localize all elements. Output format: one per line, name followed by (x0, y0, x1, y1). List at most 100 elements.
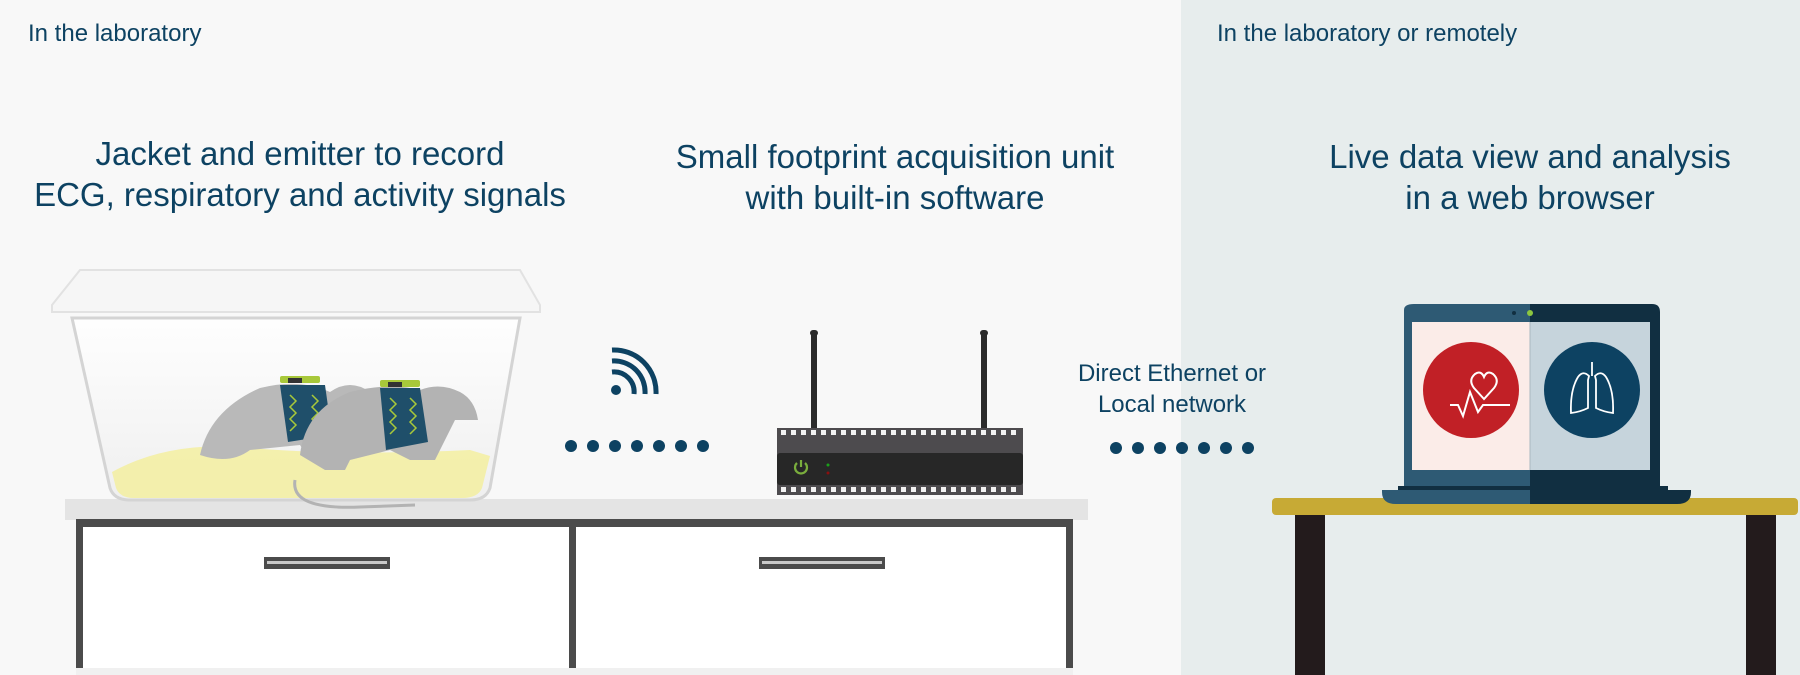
router-vent (961, 430, 966, 435)
router-vent (1001, 430, 1006, 435)
router-vent (881, 487, 886, 492)
router-vent (861, 430, 866, 435)
router-acquisition-unit-icon (777, 330, 1023, 495)
connection-label-line1: Direct Ethernet or (1077, 360, 1267, 387)
status-led-green (826, 463, 830, 467)
cabinet-door-left (83, 527, 569, 669)
router-vent (971, 430, 976, 435)
router-vent (1011, 430, 1016, 435)
router-vent (791, 487, 796, 492)
connection-label: Direct Ethernet or Local network (1022, 358, 1322, 420)
router-vent (871, 487, 876, 492)
router-vent (931, 430, 936, 435)
section-label-remote: In the laboratory or remotely (1217, 20, 1518, 47)
router-vent (801, 430, 806, 435)
laptop-icon (1382, 304, 1691, 504)
antenna-left (811, 332, 817, 432)
browser-heading: Live data view and analysis in a web bro… (1230, 136, 1800, 218)
connection-dot (1198, 442, 1210, 454)
router-vent (821, 487, 826, 492)
laptop-base-right (1530, 490, 1691, 504)
router-vent (981, 487, 986, 492)
router-vent (951, 487, 956, 492)
section-label-laboratory: In the laboratory (28, 20, 202, 47)
rodent-cage-icon (51, 269, 541, 509)
acquisition-heading: Small footprint acquisition unit with bu… (595, 136, 1195, 218)
browser-heading-line2: in a web browser (1405, 179, 1655, 216)
router-vent (811, 430, 816, 435)
router-vent (821, 430, 826, 435)
lungs-icon (1544, 342, 1640, 438)
desk-table (1272, 498, 1798, 675)
wireless-signal-icon (611, 347, 659, 395)
connection-dot (697, 440, 709, 452)
router-vent (931, 487, 936, 492)
router-vent (911, 430, 916, 435)
laptop-base-left (1382, 490, 1530, 504)
router-vent (1011, 487, 1016, 492)
router-vent (891, 487, 896, 492)
connection-dot (1220, 442, 1232, 454)
router-vent (861, 487, 866, 492)
router-vent (901, 487, 906, 492)
router-vent (781, 487, 786, 492)
router-vent (921, 430, 926, 435)
bedding (112, 446, 490, 498)
router-vent (911, 487, 916, 492)
router-vent (991, 487, 996, 492)
jacket-heading-line1: Jacket and emitter to record (95, 135, 505, 172)
status-led-red (826, 471, 830, 475)
rat-2 (293, 380, 478, 509)
router-vent (881, 430, 886, 435)
ecg-heart-icon (1423, 342, 1519, 438)
router-vent (811, 487, 816, 492)
connection-dot (1242, 442, 1254, 454)
cage-lid (51, 269, 541, 313)
router-vent (831, 487, 836, 492)
router-vent (921, 487, 926, 492)
table-leg-left (1295, 515, 1325, 675)
router-vent (791, 430, 796, 435)
router-vent (841, 430, 846, 435)
router-vent (1001, 487, 1006, 492)
router-vent (971, 487, 976, 492)
cabinet-frame-right (1066, 519, 1073, 675)
table-leg-right (1746, 515, 1776, 675)
cabinet-frame-left (76, 519, 83, 675)
router-vent (841, 487, 846, 492)
router-vent (941, 487, 946, 492)
router-vent (991, 430, 996, 435)
power-icon (793, 460, 809, 475)
jacket-2 (380, 388, 428, 450)
router-vent (951, 430, 956, 435)
router-vent (901, 430, 906, 435)
router-vent (981, 430, 986, 435)
browser-heading-line1: Live data view and analysis (1329, 138, 1731, 175)
connection-dot (1154, 442, 1166, 454)
router-vent (961, 487, 966, 492)
connection-dot (675, 440, 687, 452)
connection-dot (631, 440, 643, 452)
router-vent (891, 430, 896, 435)
router-front-panel (777, 453, 1023, 485)
router-vent (941, 430, 946, 435)
connection-dot (1132, 442, 1144, 454)
router-vent (831, 430, 836, 435)
connection-dot (1176, 442, 1188, 454)
router-vent (801, 487, 806, 492)
router-vent (781, 430, 786, 435)
jacket-heading: Jacket and emitter to record ECG, respir… (0, 133, 600, 215)
connection-dot (565, 440, 577, 452)
connection-dot (653, 440, 665, 452)
connection-label-line2: Local network (1097, 391, 1247, 418)
acquisition-heading-line1: Small footprint acquisition unit (675, 138, 1115, 175)
router-vent (851, 487, 856, 492)
connection-dot (1110, 442, 1122, 454)
router-vent (871, 430, 876, 435)
jacket-heading-line2: ECG, respiratory and activity signals (34, 176, 566, 213)
cabinet-divider (569, 519, 576, 675)
cabinet-door-right (576, 527, 1066, 669)
connection-dot (609, 440, 621, 452)
antenna-right (981, 332, 987, 432)
camera-led (1527, 310, 1533, 316)
